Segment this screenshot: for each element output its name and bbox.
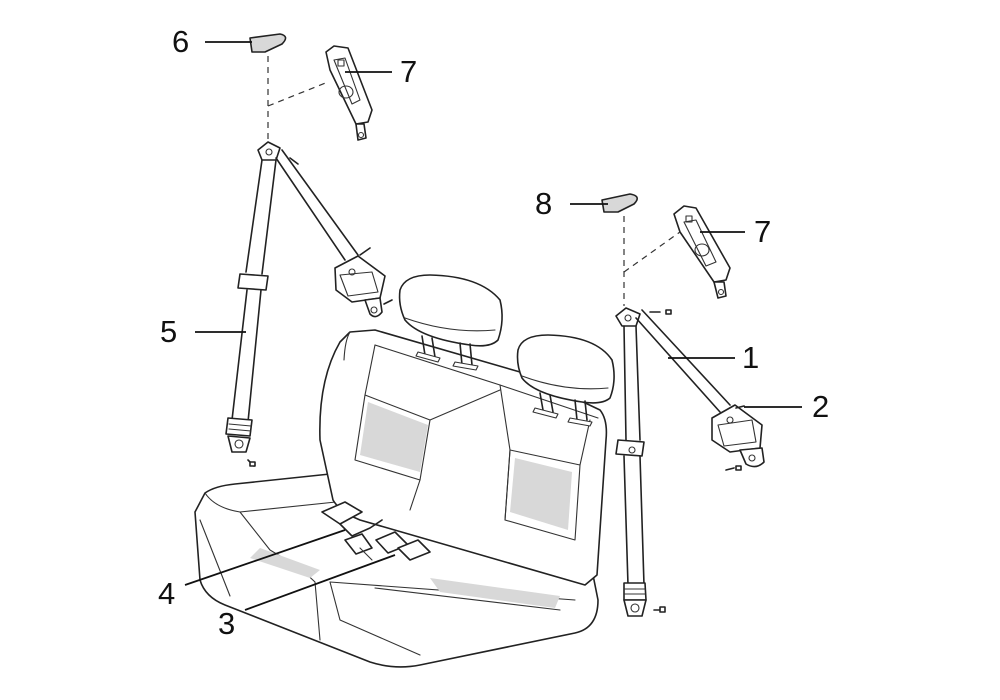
callout-7-left: 7 [400, 54, 418, 89]
callout-5: 5 [160, 314, 178, 349]
leader-line-3 [244, 554, 396, 611]
callout-8: 8 [535, 186, 553, 221]
right-seat-belt [615, 307, 765, 617]
callout-7-right: 7 [754, 214, 772, 249]
left-trim-guide-line [267, 81, 329, 107]
left-anchor-cap [249, 33, 287, 53]
right-trim-guide-line [623, 231, 681, 273]
callout-3: 3 [218, 606, 236, 641]
left-headrest [398, 274, 503, 371]
left-pillar-trim [325, 45, 373, 141]
callout-4: 4 [158, 576, 176, 611]
callout-2: 2 [812, 389, 830, 424]
callout-1: 1 [742, 340, 760, 375]
right-anchor-cap [601, 193, 638, 213]
callout-6: 6 [172, 24, 190, 59]
left-seat-belt [225, 141, 393, 467]
leader-line-4 [184, 529, 346, 586]
right-pillar-trim [673, 205, 731, 299]
right-headrest [516, 334, 615, 427]
center-buckle-assembly [321, 501, 431, 561]
